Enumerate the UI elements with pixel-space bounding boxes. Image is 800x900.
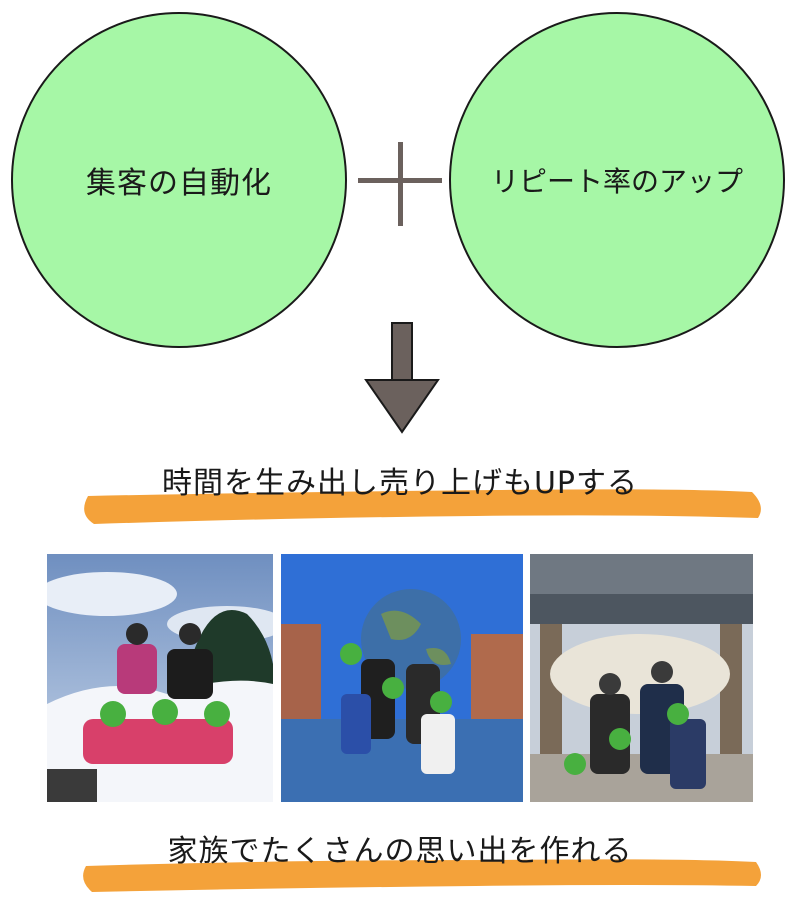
shrine-gate-family-photo (530, 554, 753, 802)
auto-customer-circle: 集客の自動化 (11, 12, 347, 348)
repeat-rate-circle: リピート率のアップ (449, 12, 785, 348)
result-highlight-band (84, 489, 761, 524)
auto-customer-label: 集客の自動化 (86, 166, 272, 201)
snow-family-photo (47, 554, 273, 802)
memory-highlight-band (83, 859, 761, 892)
memory-caption: 家族でたくさんの思い出を作れる (167, 834, 633, 869)
down-arrow-icon (364, 322, 440, 434)
result-caption: 時間を生み出し売り上げもUPする (161, 466, 639, 501)
plus-icon (358, 142, 442, 226)
globe-family-photo (281, 554, 523, 802)
repeat-rate-label: リピート率のアップ (490, 165, 743, 198)
